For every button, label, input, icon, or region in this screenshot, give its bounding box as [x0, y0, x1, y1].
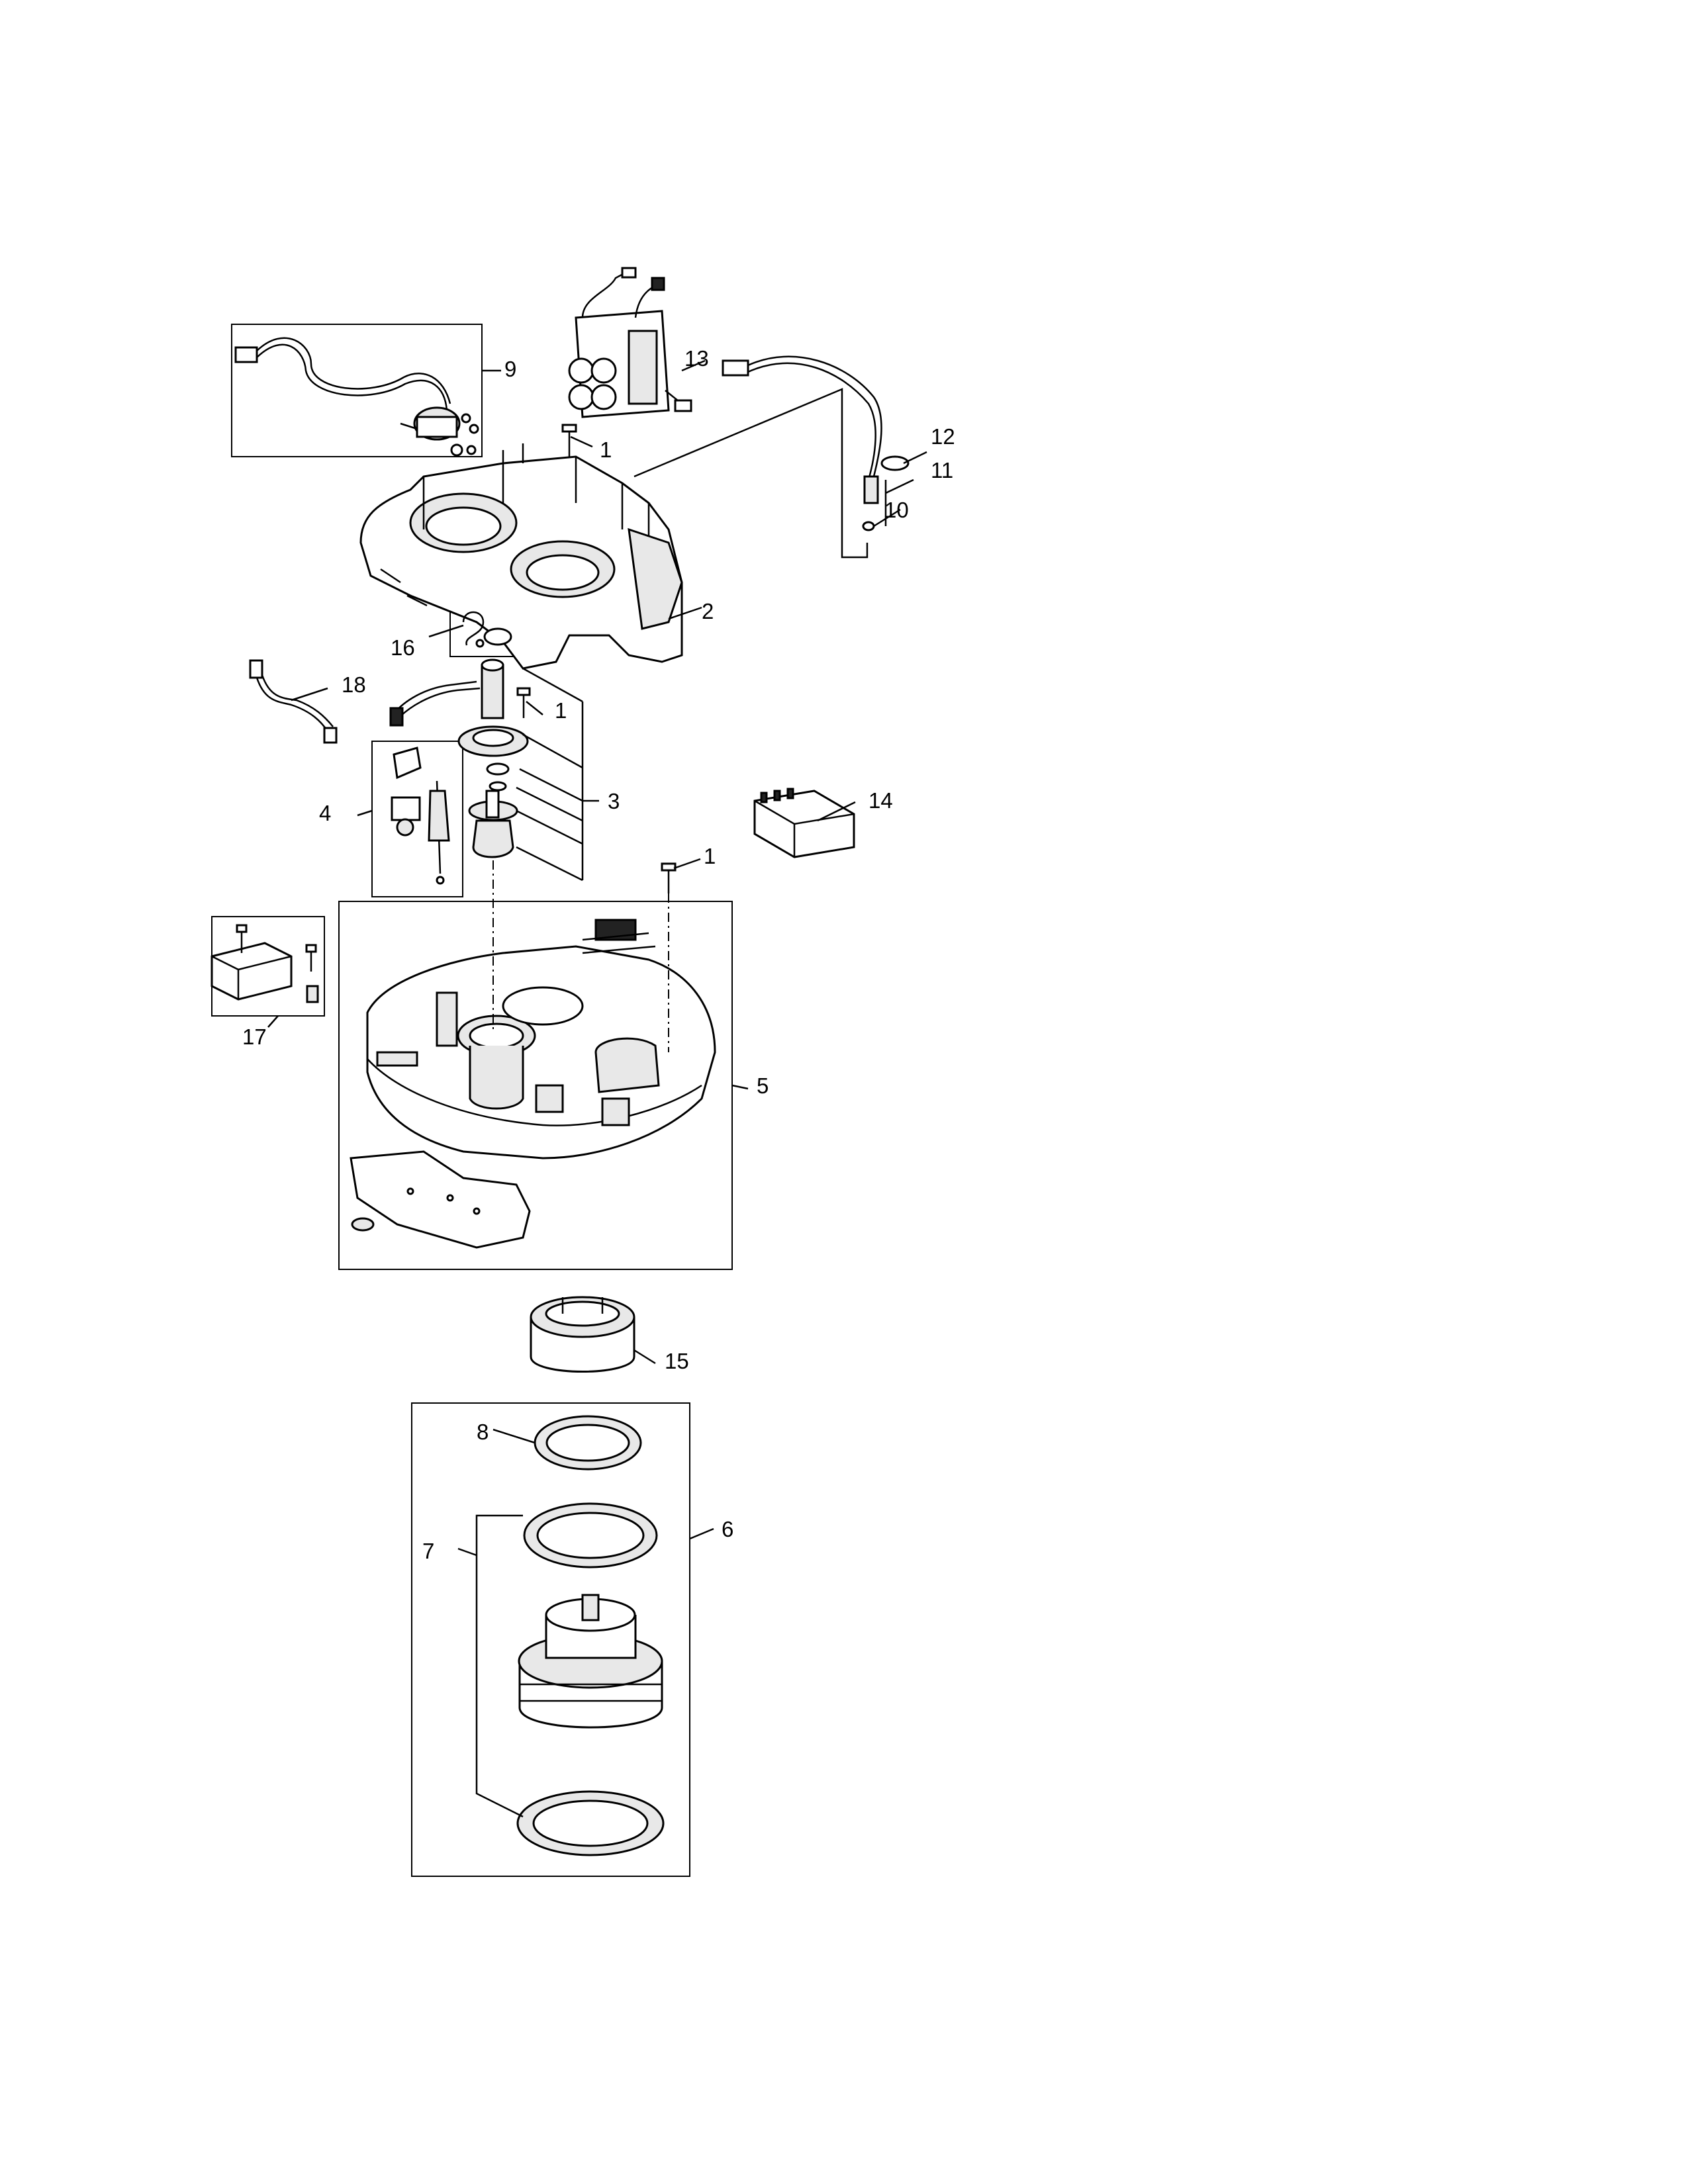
- callout-11: 11: [931, 458, 953, 482]
- part-10-11-12-cable-sensor: [633, 355, 910, 559]
- callout-1-middle: 1: [555, 698, 567, 723]
- box-part-6: [411, 1402, 690, 1877]
- callout-14: 14: [868, 788, 893, 813]
- callout-13: 13: [684, 346, 709, 371]
- callout-16: 16: [391, 635, 415, 660]
- part-9-cable-motor: [234, 337, 479, 457]
- part-17-cover: [211, 924, 319, 1003]
- leader-lines: [267, 359, 927, 1557]
- box-part-4: [371, 741, 463, 897]
- callout-8: 8: [477, 1420, 489, 1444]
- callout-1-lower: 1: [704, 844, 716, 868]
- callout-10: 10: [884, 498, 909, 522]
- callout-15: 15: [665, 1349, 689, 1373]
- callout-9: 9: [504, 357, 516, 381]
- part-4-switch: [391, 747, 450, 885]
- callout-1-top: 1: [600, 437, 612, 462]
- part-2-chassis-housing: [359, 443, 683, 670]
- part-1-screw-top: [561, 424, 577, 457]
- part-1-screw-middle: [516, 687, 531, 718]
- callout-5: 5: [757, 1073, 769, 1098]
- part-16-clip: [462, 611, 512, 648]
- part-14-box: [753, 788, 855, 858]
- callout-6: 6: [722, 1517, 733, 1541]
- part-8-seal-ring: [534, 1415, 642, 1471]
- callout-17: 17: [242, 1024, 267, 1049]
- callout-7: 7: [422, 1539, 434, 1563]
- callout-18: 18: [342, 672, 366, 697]
- box-part-9: [231, 324, 483, 457]
- callout-3: 3: [608, 789, 620, 813]
- part-18-cable: [249, 659, 338, 744]
- callout-2: 2: [702, 599, 714, 623]
- part-13-circuit-board: [568, 267, 692, 418]
- callout-12: 12: [931, 424, 955, 449]
- part-5-base-plate: [350, 919, 716, 1249]
- part-7-motor-rings: [475, 1502, 665, 1856]
- callout-4: 4: [319, 801, 331, 825]
- part-1-screw-lower: [661, 862, 677, 893]
- part-3-wheel-assembly: [389, 659, 584, 882]
- part-15-collar: [530, 1296, 635, 1373]
